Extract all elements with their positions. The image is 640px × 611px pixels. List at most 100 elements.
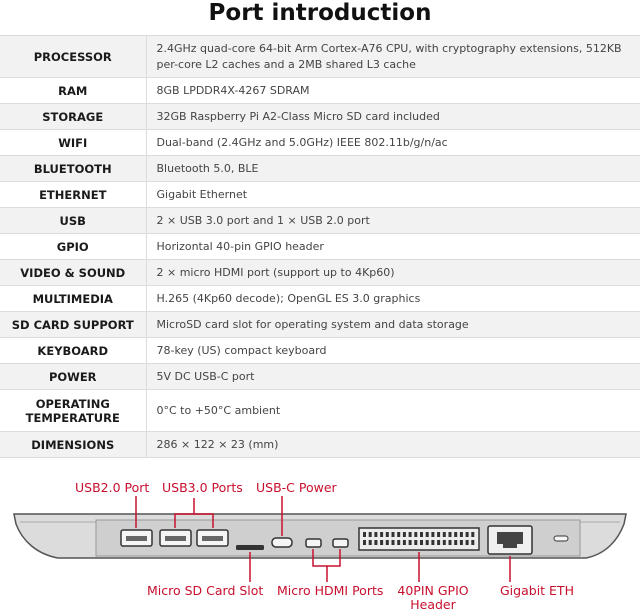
spec-table: PROCESSOR 2.4GHz quad-core 64-bit Arm Co… bbox=[0, 35, 640, 458]
gpio-pin bbox=[471, 540, 475, 545]
spec-value: MicroSD card slot for operating system a… bbox=[146, 311, 640, 338]
micro-hdmi-port-1 bbox=[305, 538, 322, 548]
gpio-pin bbox=[454, 532, 458, 537]
gpio-pin bbox=[437, 532, 441, 537]
gpio-pin bbox=[402, 540, 406, 545]
spec-label: STORAGE bbox=[0, 103, 147, 130]
gpio-pin bbox=[414, 532, 418, 537]
gpio-pin bbox=[437, 540, 441, 545]
spec-value: 2 × USB 3.0 port and 1 × USB 2.0 port bbox=[146, 207, 640, 234]
ethernet-socket bbox=[497, 532, 523, 548]
spec-label: VIDEO & SOUND bbox=[0, 259, 147, 286]
gpio-pin bbox=[374, 540, 378, 545]
spec-label: KEYBOARD bbox=[0, 337, 147, 364]
label-usbc-power: USB-C Power bbox=[256, 480, 337, 495]
gpio-pin bbox=[408, 540, 412, 545]
gpio-pin bbox=[454, 540, 458, 545]
gpio-pin bbox=[391, 540, 395, 545]
label-micro-hdmi-ports: Micro HDMI Ports bbox=[277, 583, 384, 598]
spec-row-power: POWER 5V DC USB-C port bbox=[0, 363, 640, 390]
spec-row-storage: STORAGE 32GB Raspberry Pi A2-Class Micro… bbox=[0, 103, 640, 130]
spec-row-sd-card: SD CARD SUPPORT MicroSD card slot for op… bbox=[0, 311, 640, 338]
spec-row-bluetooth: BLUETOOTH Bluetooth 5.0, BLE bbox=[0, 155, 640, 182]
spec-label: MULTIMEDIA bbox=[0, 285, 147, 312]
spec-row-multimedia: MULTIMEDIA H.265 (4Kp60 decode); OpenGL … bbox=[0, 285, 640, 312]
label-gpio-line2: Header bbox=[410, 597, 456, 611]
gpio-pin bbox=[363, 540, 366, 545]
spec-row-processor: PROCESSOR 2.4GHz quad-core 64-bit Arm Co… bbox=[0, 35, 640, 78]
gpio-pin bbox=[397, 532, 401, 537]
spec-label: USB bbox=[0, 207, 147, 234]
spec-row-operating-temperature: OPERATING TEMPERATURE 0°C to +50°C ambie… bbox=[0, 389, 640, 432]
spec-row-dimensions: DIMENSIONS 286 × 122 × 23 (mm) bbox=[0, 431, 640, 458]
label-gpio-header: 40PIN GPIO Header bbox=[391, 584, 475, 611]
spec-value: Bluetooth 5.0, BLE bbox=[146, 155, 640, 182]
gpio-pin bbox=[459, 540, 463, 545]
gpio-pin bbox=[380, 540, 384, 545]
label-usb2-port: USB2.0 Port bbox=[75, 480, 150, 495]
gpio-pin bbox=[459, 532, 463, 537]
gpio-pin bbox=[465, 532, 469, 537]
spec-row-ethernet: ETHERNET Gigabit Ethernet bbox=[0, 181, 640, 208]
gpio-pin bbox=[391, 532, 395, 537]
spec-value: Dual-band (2.4GHz and 5.0GHz) IEEE 802.1… bbox=[146, 129, 640, 156]
spec-label: RAM bbox=[0, 77, 147, 104]
gpio-pin bbox=[425, 532, 429, 537]
gpio-pin bbox=[465, 540, 469, 545]
page-title: Port introduction bbox=[208, 0, 432, 26]
spec-label: ETHERNET bbox=[0, 181, 147, 208]
gpio-pin bbox=[363, 532, 366, 537]
gpio-pin bbox=[442, 532, 446, 537]
gpio-pin bbox=[448, 540, 452, 545]
usbc-port bbox=[271, 537, 293, 548]
microsd-slot bbox=[236, 545, 264, 550]
gpio-pin bbox=[420, 540, 423, 545]
gpio-pin bbox=[471, 532, 475, 537]
gpio-pin bbox=[380, 532, 384, 537]
label-usb3-ports: USB3.0 Ports bbox=[162, 480, 243, 495]
usb3-port-2-tongue bbox=[202, 536, 223, 541]
spec-label: OPERATING TEMPERATURE bbox=[0, 389, 147, 432]
spec-row-ram: RAM 8GB LPDDR4X-4267 SDRAM bbox=[0, 77, 640, 104]
gpio-pin bbox=[402, 532, 406, 537]
spec-row-keyboard: KEYBOARD 78-key (US) compact keyboard bbox=[0, 337, 640, 364]
gpio-pin bbox=[414, 540, 418, 545]
spec-row-gpio: GPIO Horizontal 40-pin GPIO header bbox=[0, 233, 640, 260]
spec-value: 8GB LPDDR4X-4267 SDRAM bbox=[146, 77, 640, 104]
spec-row-video-sound: VIDEO & SOUND 2 × micro HDMI port (suppo… bbox=[0, 259, 640, 286]
spec-label: BLUETOOTH bbox=[0, 155, 147, 182]
gpio-pin bbox=[420, 532, 423, 537]
gpio-pin bbox=[448, 532, 452, 537]
spec-label: WIFI bbox=[0, 129, 147, 156]
leader-lines bbox=[135, 496, 511, 582]
spec-value: 32GB Raspberry Pi A2-Class Micro SD card… bbox=[146, 103, 640, 130]
label-gigabit-eth: Gigabit ETH bbox=[500, 583, 574, 598]
usb3-port-1-tongue bbox=[165, 536, 186, 541]
device-side-view bbox=[13, 496, 627, 582]
spec-value: 2.4GHz quad-core 64-bit Arm Cortex-A76 C… bbox=[146, 35, 640, 78]
micro-hdmi-port-2 bbox=[332, 538, 349, 548]
gpio-pin bbox=[408, 532, 412, 537]
spec-label: PROCESSOR bbox=[0, 35, 147, 78]
label-microsd-slot: Micro SD Card Slot bbox=[147, 583, 264, 598]
spec-label: POWER bbox=[0, 363, 147, 390]
spec-value: 5V DC USB-C port bbox=[146, 363, 640, 390]
gpio-pin bbox=[397, 540, 401, 545]
gpio-pin bbox=[442, 540, 446, 545]
indicator-slot bbox=[553, 535, 569, 542]
port-diagram: USB2.0 Port USB3.0 Ports USB-C Power Mic… bbox=[0, 470, 640, 611]
spec-value: 0°C to +50°C ambient bbox=[146, 389, 640, 432]
spec-label: GPIO bbox=[0, 233, 147, 260]
spec-value: Horizontal 40-pin GPIO header bbox=[146, 233, 640, 260]
gpio-pins bbox=[363, 532, 475, 545]
gpio-pin bbox=[374, 532, 378, 537]
usb2-port-tongue bbox=[126, 536, 147, 541]
spec-row-wifi: WIFI Dual-band (2.4GHz and 5.0GHz) IEEE … bbox=[0, 129, 640, 156]
spec-value: 286 × 122 × 23 (mm) bbox=[146, 431, 640, 458]
spec-value: Gigabit Ethernet bbox=[146, 181, 640, 208]
gpio-pin bbox=[385, 532, 389, 537]
gpio-pin bbox=[368, 540, 372, 545]
spec-row-usb: USB 2 × USB 3.0 port and 1 × USB 2.0 por… bbox=[0, 207, 640, 234]
spec-value: H.265 (4Kp60 decode); OpenGL ES 3.0 grap… bbox=[146, 285, 640, 312]
spec-label: SD CARD SUPPORT bbox=[0, 311, 147, 338]
